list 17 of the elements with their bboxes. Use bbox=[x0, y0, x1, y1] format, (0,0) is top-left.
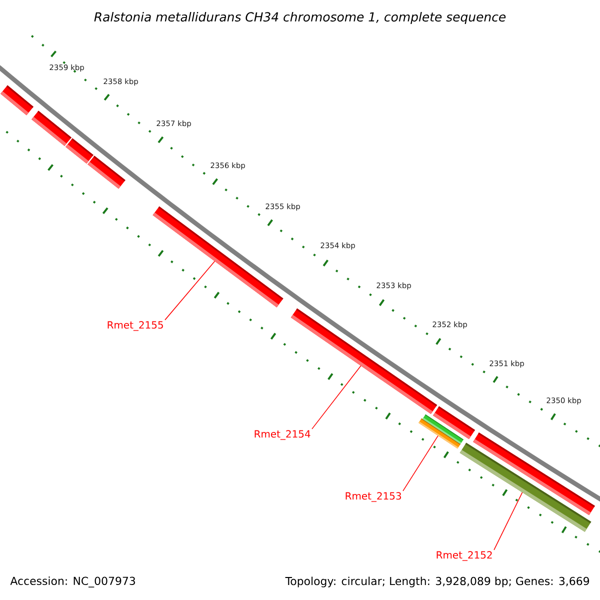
gene-label: Rmet_2153 bbox=[346, 492, 401, 502]
gene-bar bbox=[66, 138, 94, 164]
gene-bar bbox=[432, 406, 476, 440]
gene-label: Rmet_2155 bbox=[108, 321, 163, 331]
title: Ralstonia metallidurans CH34 chromosome 1, complete sequence bbox=[94, 12, 506, 24]
gene-bar bbox=[32, 110, 72, 146]
gene-bar bbox=[88, 156, 126, 189]
leader-line bbox=[494, 492, 523, 550]
leader-line bbox=[402, 435, 438, 492]
footer-text: Accession: NC_007973 bbox=[10, 576, 136, 588]
gene-label: Rmet_2154 bbox=[254, 430, 310, 440]
leader-line bbox=[164, 260, 216, 320]
gene-bar bbox=[0, 85, 34, 116]
gene-bar bbox=[473, 432, 595, 516]
footer-text: Topology: circular; Length: 3,928,089 bp; Genes: 3,669 bbox=[285, 576, 590, 588]
leader-line bbox=[312, 365, 362, 430]
gene-label: Rmet_2152 bbox=[436, 551, 492, 561]
